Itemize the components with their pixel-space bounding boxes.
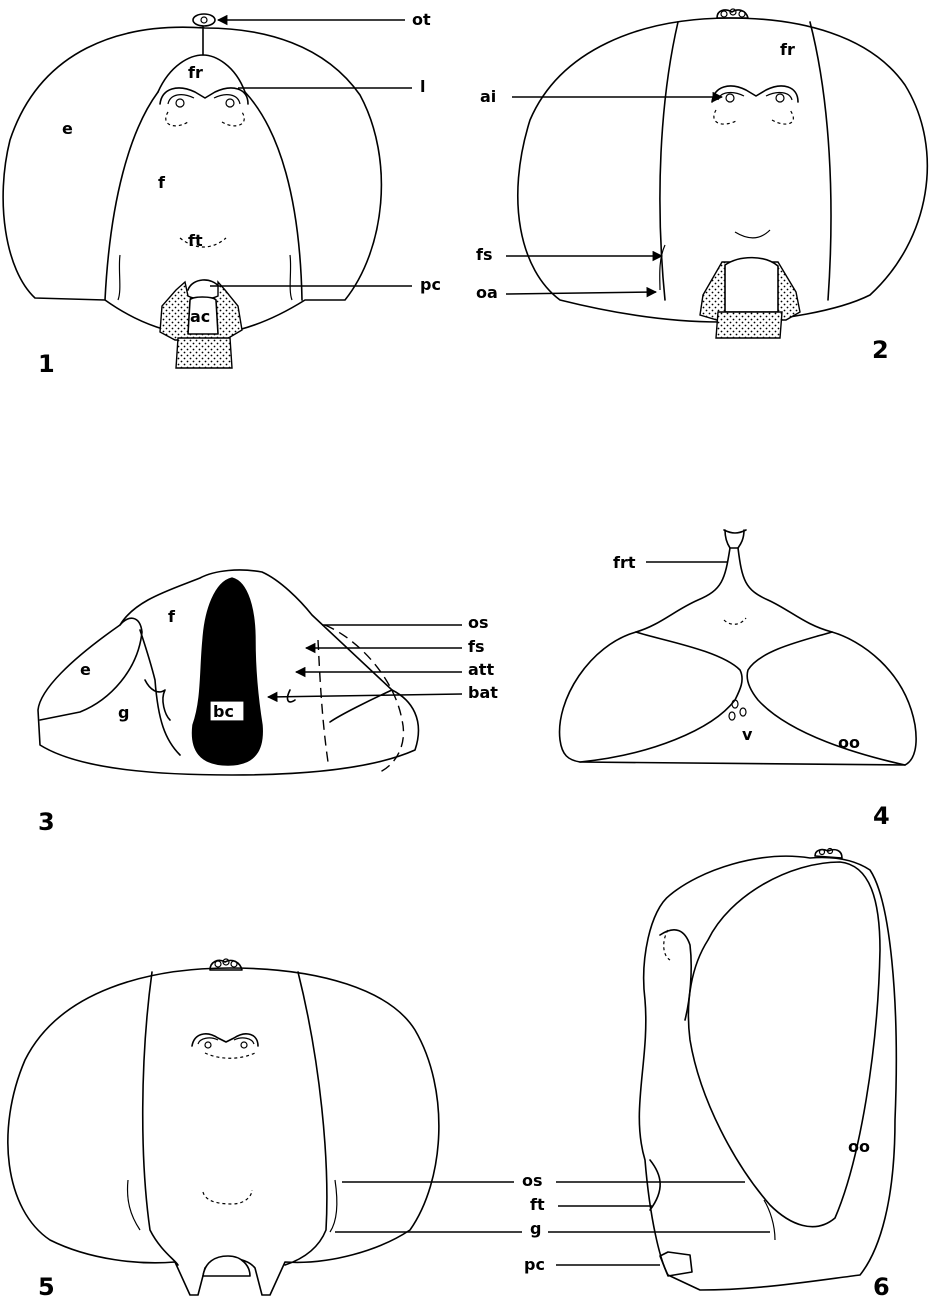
right-eye <box>747 632 905 765</box>
label-os: os <box>522 1171 543 1190</box>
label-fr: fr <box>188 63 203 82</box>
figure-1-head-frontal: ot fr l e f ft pc ac 1 <box>3 10 441 378</box>
compound-eye <box>688 862 880 1227</box>
figure-number-2: 2 <box>872 336 889 364</box>
figure-number-6: 6 <box>873 1273 890 1301</box>
figure-3-head-posterior: f e g bc os fs att bat 3 <box>38 570 498 836</box>
right-eye-margin <box>245 92 302 300</box>
label-g: g <box>118 703 129 722</box>
label-f: f <box>158 173 166 192</box>
label-ac: ac <box>190 307 210 326</box>
label-g: g <box>530 1219 541 1238</box>
label-fs: fs <box>468 637 484 656</box>
occipital-cavity <box>192 578 262 765</box>
figure-4-head-dorsal: frt v oo 4 <box>560 530 917 830</box>
label-oo: oo <box>838 733 860 752</box>
label-att: att <box>468 660 494 679</box>
label-fs: fs <box>476 245 492 264</box>
label-oo: oo <box>848 1137 870 1156</box>
label-ft: ft <box>530 1195 545 1214</box>
label-pc: pc <box>524 1255 545 1274</box>
figure-number-3: 3 <box>38 808 55 836</box>
label-frt: frt <box>613 553 636 572</box>
figure-number-5: 5 <box>38 1273 55 1301</box>
label-oa: oa <box>476 283 498 302</box>
figure-6-head-lateral: oo 6 <box>639 849 896 1302</box>
head-outline <box>639 856 896 1290</box>
head-outline <box>8 968 439 1295</box>
label-os: os <box>468 613 489 632</box>
left-eye-margin <box>105 92 158 300</box>
left-eye-margin <box>660 22 678 300</box>
label-l: l <box>420 77 425 96</box>
figure-number-1: 1 <box>38 350 55 378</box>
figure-5-head-frontal: 5 <box>8 959 439 1301</box>
label-fr: fr <box>780 40 795 59</box>
label-bat: bat <box>468 683 498 702</box>
label-ot: ot <box>412 10 431 29</box>
right-eye-margin <box>810 22 831 300</box>
head-outline <box>560 548 917 765</box>
ocellar-tubercle <box>193 14 215 26</box>
label-f: f <box>168 607 176 626</box>
right-eye-margin <box>285 972 327 1265</box>
label-v: v <box>742 725 753 744</box>
figure-number-4: 4 <box>873 802 890 830</box>
label-e: e <box>62 119 73 138</box>
label-e: e <box>80 660 91 679</box>
left-eye-margin <box>143 972 178 1265</box>
label-bc: bc <box>213 702 234 721</box>
shared-labels-figures-5-6: os ft g pc <box>335 1171 770 1274</box>
label-ft: ft <box>188 231 203 250</box>
label-ai: ai <box>480 87 496 106</box>
left-eye <box>580 632 742 762</box>
figure-2-head-frontal: fr ai fs oa 2 <box>476 9 927 364</box>
label-pc: pc <box>420 275 441 294</box>
